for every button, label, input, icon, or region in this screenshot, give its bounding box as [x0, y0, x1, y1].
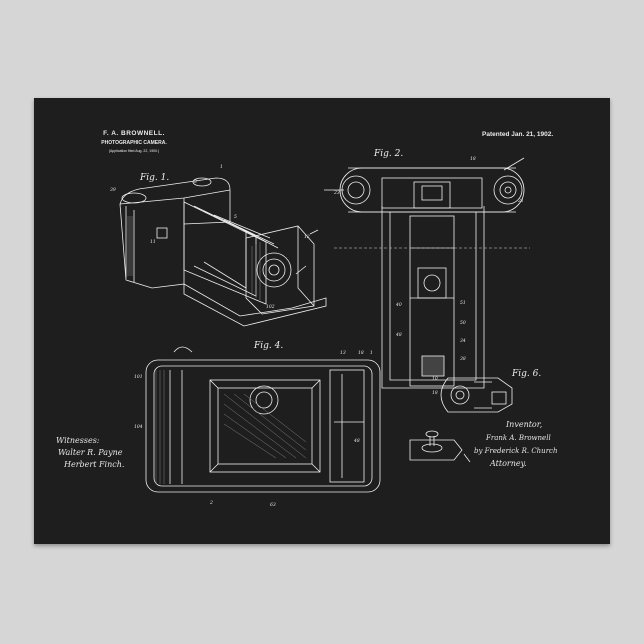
svg-text:11: 11	[150, 239, 156, 245]
svg-text:51: 51	[460, 300, 466, 306]
svg-text:63: 63	[270, 502, 276, 508]
witnesses-label: Witnesses:	[56, 436, 100, 445]
svg-text:18: 18	[358, 350, 364, 356]
svg-text:40: 40	[395, 302, 402, 308]
svg-text:1: 1	[220, 164, 223, 170]
figure-1-camera: Fig. 1. 39 11 1	[110, 164, 326, 326]
inventor-signature: Frank A. Brownell	[486, 434, 551, 442]
svg-text:23: 23	[333, 190, 340, 196]
svg-text:13: 13	[340, 350, 346, 356]
svg-text:5: 5	[234, 214, 237, 220]
svg-text:104: 104	[134, 424, 143, 430]
svg-text:18: 18	[432, 390, 438, 396]
svg-text:2: 2	[209, 500, 213, 506]
witness-signature-2: Herbert Finch.	[64, 460, 124, 469]
fig-2-label: Fig. 2.	[373, 149, 403, 159]
witness-signature-1: Walter R. Payne	[58, 448, 122, 457]
fig-1-label: Fig. 1.	[139, 173, 169, 183]
svg-text:3: 3	[194, 179, 197, 185]
svg-text:12: 12	[304, 234, 310, 240]
svg-text:50: 50	[460, 320, 466, 326]
figure-knob-detail	[410, 431, 470, 462]
svg-text:21: 21	[517, 198, 524, 204]
patent-poster: F. A. BROWNELL. PHOTOGRAPHIC CAMERA. (Ap…	[34, 98, 610, 544]
figure-4-plan: Fig. 4. 101 104 13 18 1 48 63 2	[134, 341, 380, 508]
svg-text:38: 38	[460, 356, 466, 362]
svg-text:18: 18	[470, 156, 476, 162]
attorney-signature: by Frederick R. Church	[474, 447, 557, 455]
inventor-label: Inventor,	[506, 420, 542, 429]
fig-6-label: Fig. 6.	[511, 369, 541, 379]
svg-text:101: 101	[134, 374, 143, 380]
svg-text:1: 1	[370, 350, 373, 356]
svg-text:102: 102	[266, 304, 275, 310]
svg-text:10: 10	[432, 376, 438, 382]
svg-text:48: 48	[353, 438, 360, 444]
figure-2-section: Fig. 2. 23 18 21 40 48 51 50 34 38	[324, 149, 530, 388]
svg-text:34: 34	[460, 338, 466, 344]
fig-4-label: Fig. 4.	[253, 341, 283, 351]
patent-drawing: Fig. 1. 39 11 1	[34, 98, 610, 544]
attorney-label: Attorney.	[490, 459, 527, 468]
svg-text:39: 39	[110, 187, 116, 193]
svg-text:48: 48	[395, 332, 402, 338]
figure-6-detail: Fig. 6. 10 18	[432, 369, 541, 412]
